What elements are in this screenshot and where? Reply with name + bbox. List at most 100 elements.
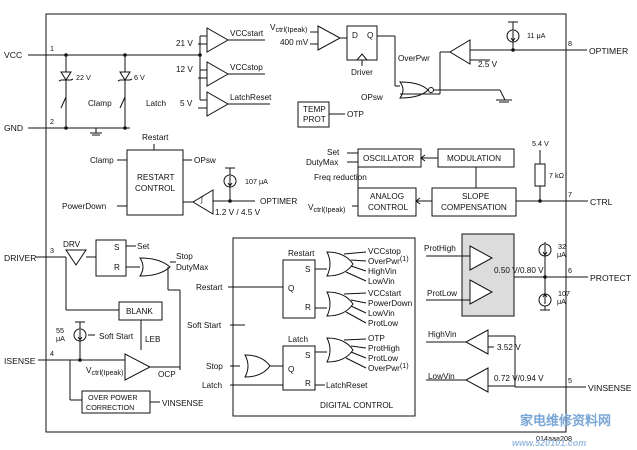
- pin-ctrl-label: CTRL: [590, 197, 613, 207]
- zener-22v-icon: [60, 71, 72, 81]
- sr-latch-driver: [95, 239, 127, 277]
- v352-label: 3.52 V: [497, 343, 521, 352]
- latch-input-protlow: ProtLow: [368, 354, 398, 363]
- pin-gnd-label: GND: [4, 123, 23, 133]
- vcc-comparators: 21 V VCCstart 12 V VCCstop 5 V LatchRese…: [176, 27, 272, 117]
- v2-5-label: 2.5 V: [478, 60, 498, 69]
- digital-title: DIGITAL CONTROL: [320, 401, 394, 410]
- ic-border: [45, 13, 567, 433]
- pin-isense-label: ISENSE: [4, 356, 36, 366]
- restart-control: Restart RESTART CONTROL Clamp OPsw Power…: [62, 133, 297, 217]
- driver-buffer-icon: [65, 249, 87, 266]
- latchreset-dc-label: LatchReset: [326, 381, 368, 390]
- softstart-dc-in: Soft Start: [187, 321, 222, 330]
- v54-label: 5.4 V: [532, 139, 549, 148]
- vctrl-osc-label: Vctrl(Ipeak): [308, 203, 345, 214]
- set-input-lowvin: LowVin: [368, 277, 395, 286]
- restart-control-box: [126, 149, 184, 216]
- latch-switch-icon: [119, 96, 126, 109]
- clamp-switch-icon: [60, 96, 67, 109]
- restart-latch-label: Restart: [288, 249, 315, 258]
- r7k-label: 7 kΩ: [549, 171, 565, 180]
- latch-dc-out: Latch: [202, 381, 222, 390]
- set-input-vccstop: VCCstop: [368, 247, 401, 256]
- dutymax-drv-label: DutyMax: [176, 263, 208, 272]
- i107ua-restart-label: 107 μA: [245, 177, 268, 186]
- pin-driver-label: DRIVER: [4, 253, 36, 263]
- resistor-7k-icon: [534, 163, 546, 187]
- vccstart-label: VCCstart: [230, 29, 264, 38]
- opc-label-2: CORRECTION: [86, 403, 134, 412]
- reset-input-powerdown: PowerDown: [368, 299, 413, 308]
- rs-r: R: [305, 303, 311, 312]
- set-drv-label: Set: [137, 242, 150, 251]
- i107b-protect-label: μA: [557, 297, 566, 306]
- ff-q-label: Q: [367, 31, 373, 40]
- oscillator-label: OSCILLATOR: [363, 154, 414, 163]
- or-gate-driver: [139, 257, 171, 277]
- reset-inputs: VCCstart PowerDown LowVin ProtLow: [343, 289, 413, 328]
- pin-driver-number: 3: [50, 246, 54, 255]
- pin-optimer-label: OPTIMER: [589, 46, 628, 56]
- analog-control-box: [357, 187, 417, 217]
- rs-s: S: [305, 265, 311, 274]
- protect-section: ProtHigh ProtLow 32 μA 107 μA 0.50 V/0.8…: [424, 233, 570, 317]
- or-gate-reset: [326, 291, 354, 317]
- latch-inputs: OTP ProtHigh ProtLow OverPwr(1): [343, 334, 409, 373]
- comparator-ocp: [124, 353, 152, 381]
- set-input-highvin: HighVin: [368, 267, 397, 276]
- zener-6v-icon: [119, 71, 131, 81]
- highvin-label: HighVin: [428, 330, 457, 339]
- or-gate-stop: [244, 354, 271, 378]
- v072-label: 0.72 V/0.94 V: [494, 374, 544, 383]
- latchreset-label: LatchReset: [230, 93, 272, 102]
- reset-input-vccstart: VCCstart: [368, 289, 402, 298]
- watermark-cn: 家电维修资料网: [520, 413, 611, 429]
- pin-ctrl-number: 7: [568, 190, 572, 199]
- modulation-label: MODULATION: [447, 154, 501, 163]
- pin-gnd-number: 2: [50, 117, 54, 126]
- latch-switch-label: Latch: [146, 99, 166, 108]
- clamp-out-label: Clamp: [90, 156, 114, 165]
- nor-gate: [399, 81, 429, 99]
- prothigh-label: ProtHigh: [424, 244, 456, 253]
- vccstop-label: VCCstop: [230, 63, 263, 72]
- sr-s-label: S: [114, 243, 120, 252]
- latch-input-overpwr: OverPwr(1): [368, 361, 409, 373]
- latch-sr-latch: [282, 345, 316, 391]
- comparator-protlow: [469, 279, 494, 305]
- stop-label: Stop: [176, 252, 193, 261]
- comparator-highvin: [464, 329, 489, 355]
- compensation-label: COMPENSATION: [441, 203, 507, 212]
- pin-protect-label: PROTECT: [590, 273, 632, 283]
- pin-isense-number: 4: [50, 349, 54, 358]
- set-inputs: VCCstop OverPwr(1) HighVin LowVin: [343, 247, 409, 286]
- latch-input-otp: OTP: [368, 334, 385, 343]
- ff-d-label: D: [352, 31, 358, 40]
- or-gate-latch: [326, 337, 354, 363]
- vcc-21v-label: 21 V: [176, 39, 193, 48]
- reset-input-protlow: ProtLow: [368, 319, 398, 328]
- comparator-2-5v: [449, 39, 471, 65]
- slope-compensation-box: [431, 187, 517, 217]
- temp-prot-box: [297, 101, 330, 128]
- analog-label: ANALOG: [370, 192, 404, 201]
- dutymax-osc-label: DutyMax: [306, 158, 338, 167]
- digital-control: DIGITAL CONTROL Restart Soft Start Stop …: [187, 237, 416, 417]
- watermark-url: www.520101.com: [512, 438, 586, 448]
- otp-label: OTP: [347, 110, 364, 119]
- restart-sr-latch: [282, 259, 316, 319]
- softstart-label: Soft Start: [99, 332, 134, 341]
- vinsense-opc-label: VINSENSE: [162, 399, 204, 408]
- vinsense-section: HighVin 3.52 V LowVin 0.72 V/0.94 V: [426, 329, 544, 393]
- restart-title-1: RESTART: [137, 173, 174, 182]
- overpwr-top-label: OverPwr: [398, 54, 430, 63]
- latch-q: Q: [288, 365, 294, 374]
- vcc-5v-label: 5 V: [180, 99, 193, 108]
- opsw-switch-icon: [499, 89, 506, 101]
- rs-q: Q: [288, 284, 294, 293]
- freqred-label: Freq reduction: [314, 173, 367, 182]
- comparator-prothigh: [469, 245, 494, 271]
- i32a-label: 32: [558, 242, 566, 251]
